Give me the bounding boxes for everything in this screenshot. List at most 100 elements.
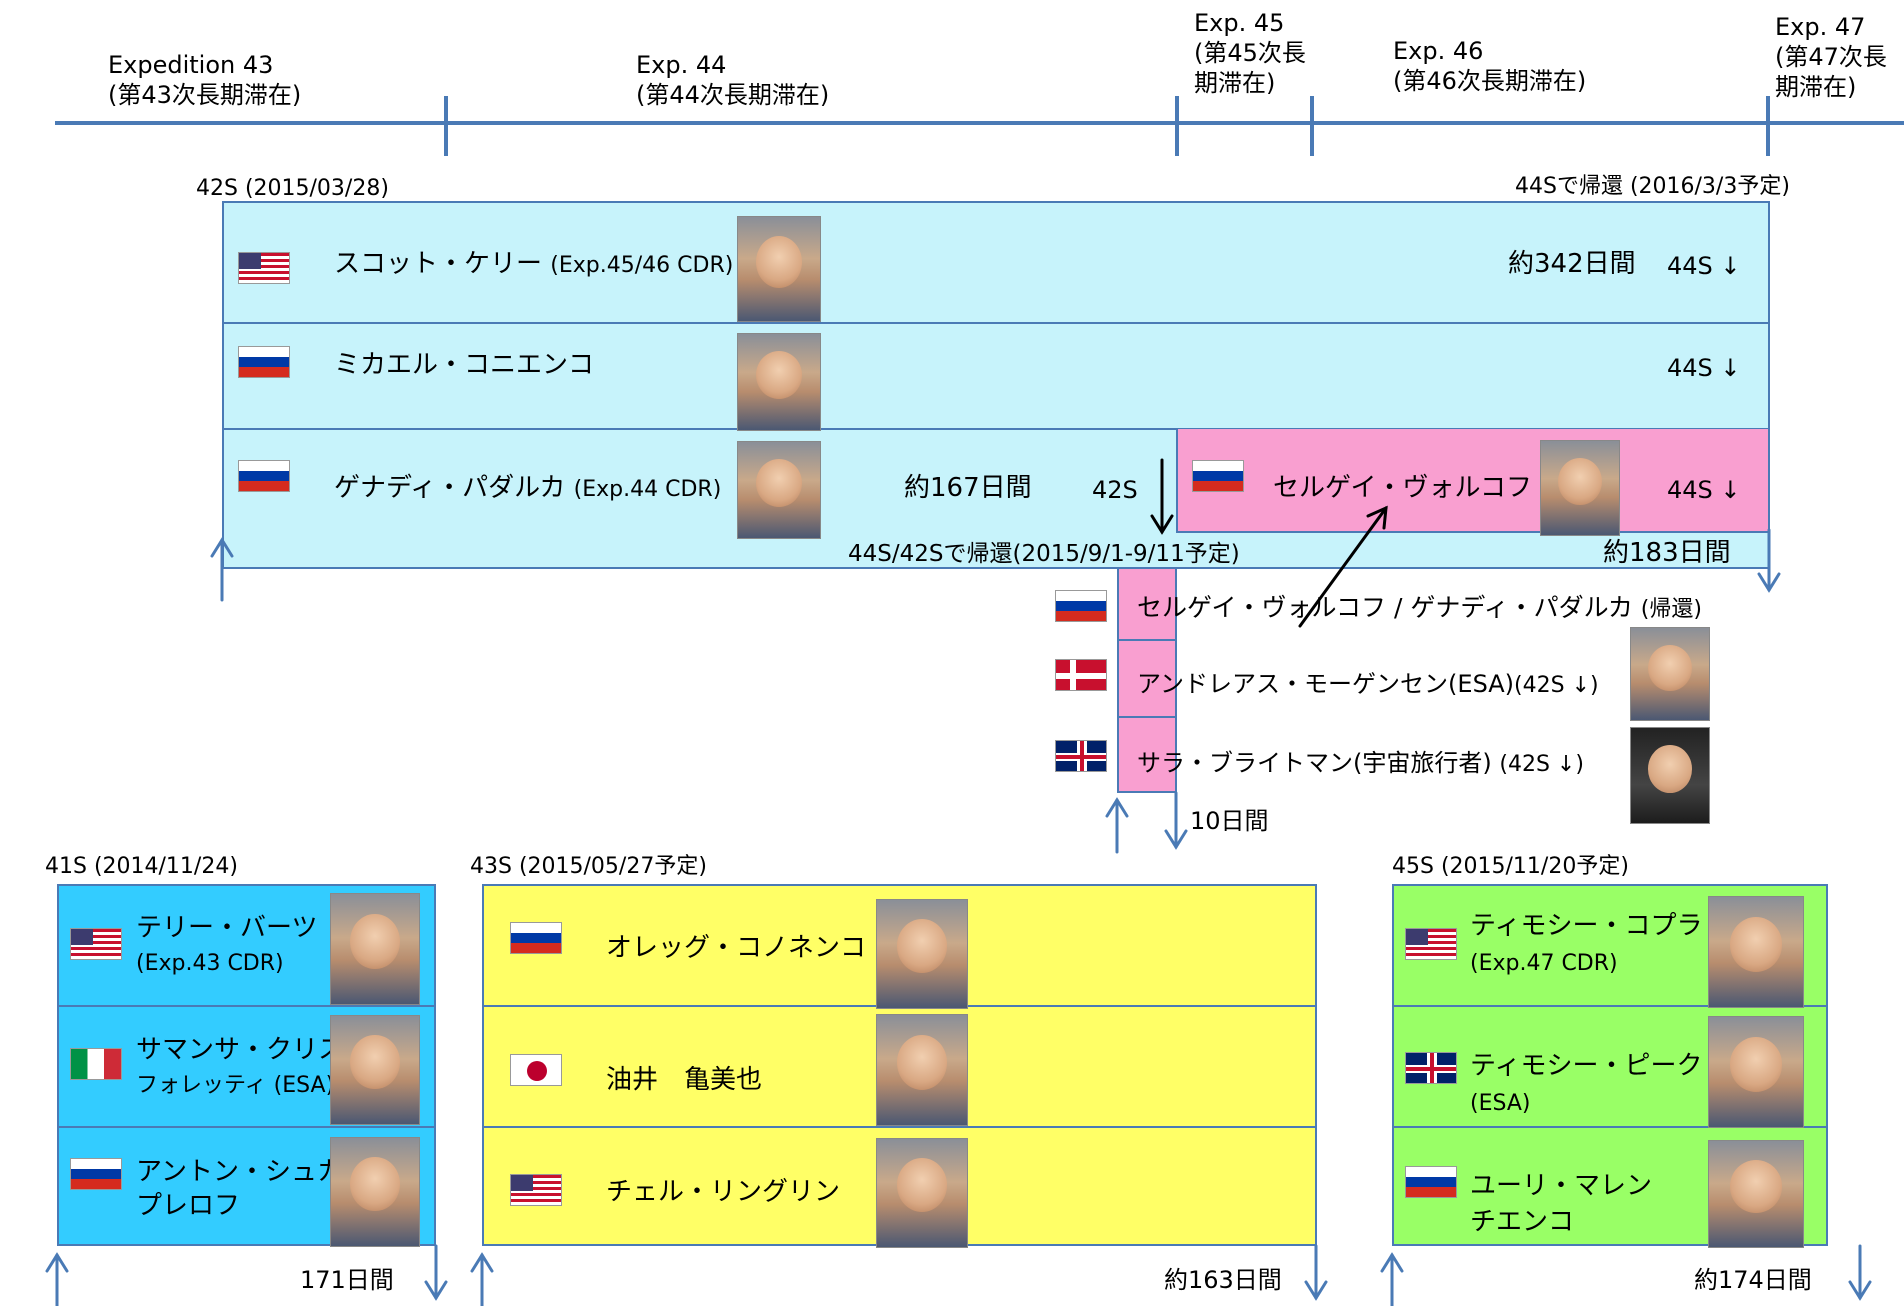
crew-sub: (Exp.43 CDR) [136, 951, 284, 976]
expedition-47-label: Exp. 47(第47次長期滞在) [1775, 13, 1887, 101]
crew-name: テリー・バーツ [136, 913, 318, 943]
duration-label: 10日間 [1190, 807, 1269, 835]
crew-name: ゲナディ・パダルカ (Exp.44 CDR) [334, 473, 722, 503]
expedition-45-label: Exp. 45(第45次長期滞在) [1194, 9, 1306, 97]
row-divider [57, 1005, 436, 1007]
crew-sub: (Exp.47 CDR) [1470, 951, 1618, 976]
duration-label: 約342日間 [1508, 249, 1636, 279]
timeline-tick [1766, 96, 1770, 156]
duration-label: 約167日間 [904, 473, 1032, 503]
expedition-46-label: Exp. 46(第46次長期滞在) [1393, 37, 1587, 95]
return-arrow-down [424, 1244, 448, 1301]
crew-name: チェル・リングリン [606, 1177, 841, 1207]
timeline-tick [1175, 96, 1179, 156]
crew-name: アントン・シュカ [136, 1157, 343, 1187]
crew45-launch-label: 45S (2015/11/20予定) [1392, 854, 1629, 879]
launch-arrow-up [1380, 1252, 1404, 1306]
us-flag-icon [510, 1174, 562, 1206]
crew-name: ティモシー・ピーク [1470, 1051, 1703, 1081]
duration-label: 約163日間 [1164, 1266, 1282, 1294]
duration-label: 171日間 [300, 1266, 394, 1294]
visit-crew-box [1117, 567, 1177, 793]
astronaut-photo [876, 1014, 968, 1126]
return-arrow-down [1304, 1244, 1328, 1301]
crew-sub: プレロフ [136, 1191, 241, 1221]
uk-flag-icon [1405, 1052, 1457, 1084]
return-arrow-down [1164, 791, 1188, 850]
crew-name: ユーリ・マレン [1470, 1171, 1653, 1201]
italy-flag-icon [70, 1048, 122, 1080]
visitor-photo [1630, 727, 1710, 824]
main-bottom-border [222, 567, 1178, 569]
return-label: 42S [1092, 476, 1138, 504]
row-divider [1117, 639, 1177, 641]
timeline-tick [1310, 96, 1314, 156]
crew-sub: チエンコ [1470, 1207, 1575, 1237]
crew-name: ミカエル・コニエンコ [334, 350, 595, 380]
crew-name: セルゲイ・ヴォルコフ [1273, 473, 1532, 503]
uk-flag-icon [1055, 740, 1107, 772]
swap-crew-box [1176, 429, 1770, 533]
swap-down-arrow [1150, 458, 1174, 535]
visit-crew-name: サラ・ブライトマン(宇宙旅行者) (42S ↓) [1137, 749, 1584, 777]
denmark-flag-icon [1055, 659, 1107, 691]
launch-arrow-up [45, 1252, 69, 1306]
return-label: 44S ↓ [1667, 252, 1741, 280]
return-label: 44S ↓ [1667, 354, 1741, 382]
astronaut-photo [330, 1015, 420, 1125]
us-flag-icon [238, 252, 290, 284]
astronaut-photo [737, 441, 821, 539]
launch-arrow-up [210, 537, 234, 602]
astronaut-photo [330, 893, 420, 1005]
row-divider [1117, 716, 1177, 718]
astronaut-photo [1708, 1140, 1804, 1248]
row-divider [222, 322, 1770, 324]
launch-arrow-up [470, 1252, 494, 1306]
crew-name: オレッグ・コノネンコ [606, 933, 867, 963]
astronaut-photo [1708, 896, 1804, 1008]
russia-flag-icon [1192, 460, 1244, 492]
visit-crew-name: セルゲイ・ヴォルコフ / ゲナディ・パダルカ (帰還) [1137, 593, 1702, 622]
astronaut-photo [330, 1137, 420, 1247]
crew-name: ティモシー・コプラ [1470, 911, 1703, 941]
astronaut-photo [737, 333, 821, 431]
visit-crew-name: アンドレアス・モーゲンセン(ESA)(42S ↓) [1137, 670, 1599, 698]
astronaut-photo [737, 216, 821, 322]
return-arrow-down [1848, 1244, 1872, 1301]
row-divider [222, 428, 1770, 430]
swap-diagonal-arrow [1298, 505, 1388, 628]
expedition-44-label: Exp. 44(第44次長期滞在) [636, 51, 830, 109]
return-arrow-down [1757, 528, 1781, 593]
russia-flag-icon [70, 1158, 122, 1190]
crew-sub: フォレッティ (ESA) [136, 1073, 335, 1098]
astronaut-photo [1540, 440, 1620, 536]
russia-flag-icon [1405, 1166, 1457, 1198]
us-flag-icon [70, 928, 122, 960]
expedition-43-label: Expedition 43(第43次長期滞在) [108, 51, 302, 109]
duration-label: 約183日間 [1603, 538, 1731, 568]
main-return-label: 44Sで帰還 (2016/3/3予定) [1515, 174, 1790, 199]
russia-flag-icon [238, 346, 290, 378]
crew-sub: (ESA) [1470, 1091, 1531, 1116]
swap-return-label: 44S/42Sで帰還(2015/9/1-9/11予定) [848, 541, 1240, 567]
timeline-tick [444, 96, 448, 156]
row-divider [1392, 1126, 1828, 1128]
crew43-launch-label: 43S (2015/05/27予定) [470, 854, 707, 879]
astronaut-photo [876, 899, 968, 1009]
launch-arrow-up [1105, 797, 1129, 854]
us-flag-icon [1405, 928, 1457, 960]
astronaut-photo [1630, 627, 1710, 721]
russia-flag-icon [1055, 590, 1107, 622]
row-divider [57, 1126, 436, 1128]
return-label: 44S ↓ [1667, 476, 1741, 504]
russia-flag-icon [510, 922, 562, 954]
crew41-launch-label: 41S (2014/11/24) [45, 854, 238, 879]
russia-flag-icon [238, 460, 290, 492]
japan-flag-icon [510, 1054, 562, 1086]
astronaut-photo [1708, 1016, 1804, 1128]
timeline-axis [55, 121, 1904, 125]
crew-name: 油井 亀美也 [606, 1065, 763, 1095]
crew-name: スコット・ケリー (Exp.45/46 CDR) [334, 249, 734, 279]
astronaut-photo [876, 1138, 968, 1248]
